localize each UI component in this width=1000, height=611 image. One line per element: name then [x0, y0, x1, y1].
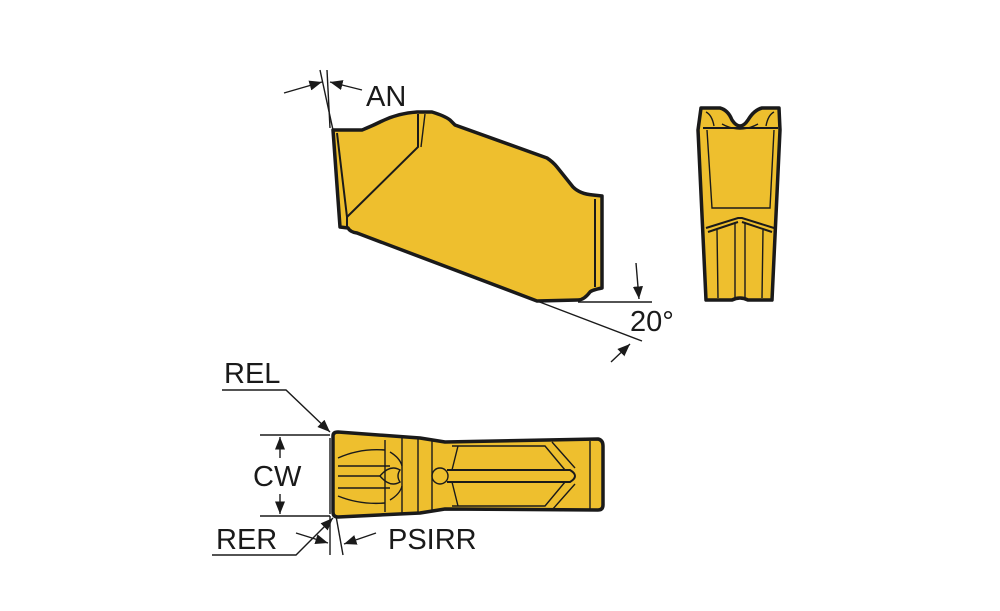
front-view-body	[696, 106, 782, 302]
side-view-edge	[420, 113, 426, 148]
side-view-edge	[346, 114, 419, 218]
angle-slant-line	[536, 300, 643, 342]
rel-label: REL	[224, 358, 280, 390]
an-extension-line	[326, 69, 331, 129]
psirr-arrow-right	[343, 532, 377, 545]
top-view-edge	[379, 467, 401, 485]
front-view-edge	[705, 217, 775, 233]
an-arrow-left	[283, 80, 323, 94]
angle-label: 20°	[630, 306, 674, 338]
angle-arrow-top	[632, 262, 643, 300]
an-label: AN	[366, 81, 406, 113]
top-view-edge	[551, 441, 591, 511]
side-view: AN 20°	[283, 69, 674, 363]
front-view-edge	[705, 111, 775, 130]
top-view-edge	[337, 448, 390, 505]
top-view-edge	[384, 438, 433, 514]
an-arrow-right	[329, 80, 363, 91]
psirr-label: PSIRR	[388, 524, 477, 556]
side-view-edge	[336, 132, 348, 227]
rer-label: RER	[216, 524, 277, 556]
psirr-extension-line	[335, 515, 344, 556]
psirr-arrow-left	[295, 532, 329, 545]
top-view-edge	[389, 451, 403, 501]
top-view-body	[331, 430, 605, 519]
rel-leader	[222, 389, 331, 433]
front-view-edge	[706, 129, 775, 209]
cw-label: CW	[253, 461, 302, 493]
top-view-groove	[447, 469, 576, 483]
rer-leader	[212, 517, 334, 556]
side-view-body	[331, 110, 604, 303]
an-extension-line	[319, 69, 334, 131]
top-view-edge	[451, 445, 566, 507]
front-view-edge	[716, 222, 764, 300]
front-view	[696, 106, 782, 302]
angle-arrow-bottom	[610, 343, 631, 363]
top-view: REL CW RER PSIRR	[212, 358, 605, 556]
top-view-edge	[431, 467, 449, 485]
